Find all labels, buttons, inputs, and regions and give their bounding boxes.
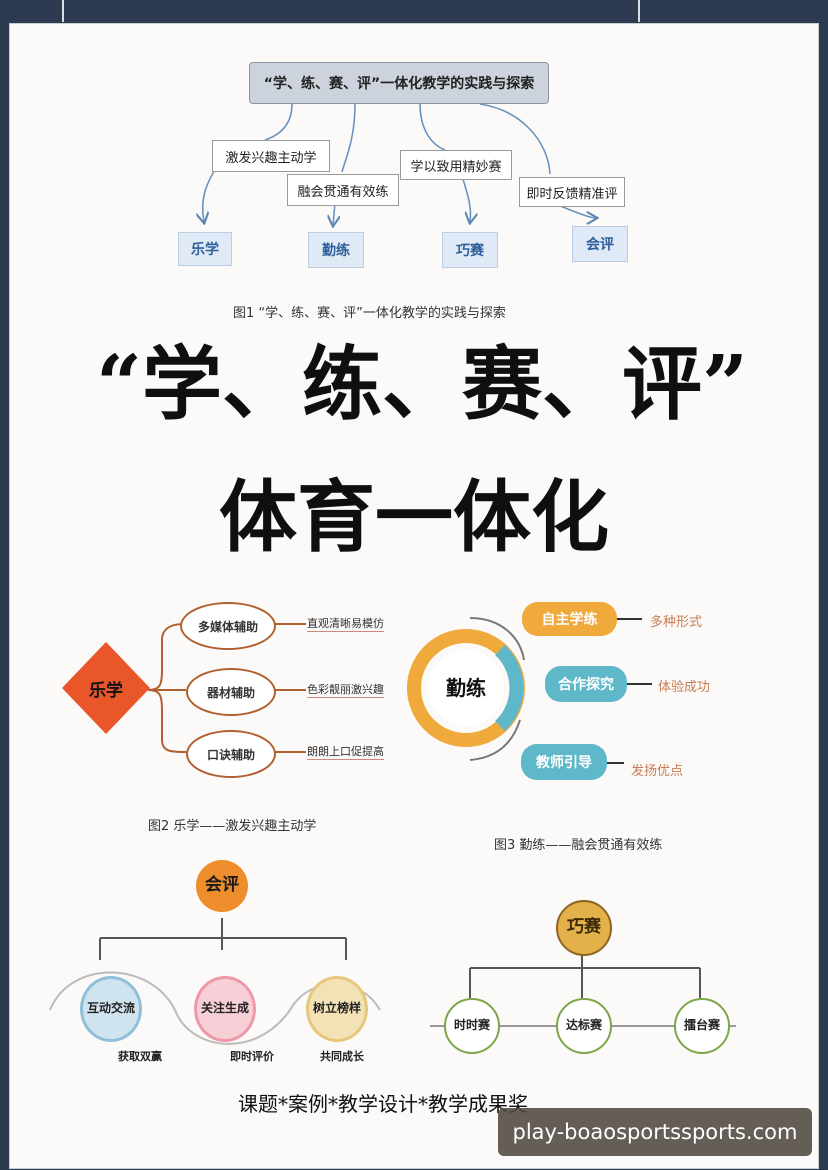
fig3-item-desc: 体验成功 [658, 680, 711, 695]
fig4-item-sub: 获取双赢 [118, 1050, 162, 1063]
fig2-caption: 图2 乐学——激发兴趣主动学 [148, 819, 317, 834]
fig3-item-label: 自主学练 [541, 612, 598, 628]
fig1-title: “学、练、赛、评”一体化教学的实践与探索 [263, 76, 535, 92]
fig4-item: 树立榜样 [306, 976, 368, 1042]
fig1-target: 巧赛 [442, 232, 498, 268]
fig1-target: 会评 [572, 226, 628, 262]
fig4-item: 关注生成 [194, 976, 256, 1042]
fig1-target: 勤练 [308, 232, 364, 268]
fig2-item-desc: 色彩靓丽激兴趣 [307, 683, 384, 698]
fig1-connector [419, 103, 446, 151]
fig1-target-label: 勤练 [322, 243, 350, 259]
poster-page [10, 24, 818, 1168]
fig1-label-box: 融会贯通有效练 [287, 174, 399, 206]
fig3-arc [469, 719, 521, 761]
fig2-branch-line [147, 623, 185, 691]
fig1-label: 激发兴趣主动学 [225, 150, 317, 166]
fig4-item-sub: 即时评价 [230, 1050, 274, 1063]
fig3-caption: 图3 勤练——融会贯通有效练 [494, 838, 663, 853]
fig1-label-box: 即时反馈精准评 [519, 177, 625, 207]
top-bar [0, 0, 828, 22]
fig1-target: 乐学 [178, 232, 232, 266]
fig1-caption: 图1 “学、练、赛、评”一体化教学的实践与探索 [233, 306, 506, 321]
fig2-item-label: 器材辅助 [206, 685, 255, 700]
fig2-item-label: 多媒体辅助 [197, 619, 258, 634]
fig1-label-box: 学以致用精妙赛 [400, 150, 512, 180]
fig1-target-label: 巧赛 [456, 243, 484, 259]
fig1-target-label: 会评 [586, 237, 614, 253]
fig1-connector [333, 202, 335, 225]
fig2-branch-line [147, 689, 187, 753]
fig3-item: 自主学练 [522, 602, 617, 636]
fig4-item: 互动交流 [80, 976, 142, 1042]
fig1-connector [203, 164, 219, 222]
fig4-item-sub: 共同成长 [320, 1050, 364, 1063]
fig3-item-desc: 发扬优点 [631, 764, 684, 779]
fig3-item-label: 合作探究 [558, 677, 614, 693]
watermark-badge: play-boaosportssports.com [498, 1108, 812, 1156]
fig4-root: 会评 [196, 860, 248, 912]
fig1-connector [264, 103, 293, 141]
fig2-item: 器材辅助 [186, 668, 276, 716]
fig1-connector [479, 103, 551, 175]
fig3-center: 勤练 [428, 650, 504, 726]
fig1-connector [461, 175, 471, 222]
fig2-item-desc: 直观清晰易模仿 [307, 617, 384, 632]
fig1-label: 即时反馈精准评 [526, 186, 618, 202]
top-bar-divider [638, 0, 640, 22]
fig5-root: 巧赛 [556, 900, 612, 956]
fig3-item: 教师引导 [521, 744, 607, 780]
headline-line2: 体育一体化 [218, 472, 609, 563]
fig2-item: 口诀辅助 [186, 730, 276, 778]
fig2-diamond-shape [62, 642, 150, 734]
fig3-arc [469, 617, 525, 661]
fig3-item-desc: 多种形式 [650, 615, 703, 630]
fig2-item: 多媒体辅助 [180, 602, 276, 650]
fig5-item: 达标赛 [556, 998, 612, 1054]
fig5-item: 时时赛 [444, 998, 500, 1054]
top-bar-divider [62, 0, 64, 22]
fig1-label-box: 激发兴趣主动学 [212, 140, 330, 172]
fig1-connector [341, 103, 356, 173]
fig3-item-label: 教师引导 [536, 755, 592, 771]
watermark-text: play-boaosportssports.com [512, 1120, 798, 1144]
footer-text: 课题*案例*教学设计*教学成果奖 [238, 1092, 528, 1116]
fig1-title-box: “学、练、赛、评”一体化教学的实践与探索 [249, 62, 549, 104]
fig2-item-label: 口诀辅助 [206, 747, 255, 762]
headline-line1: “学、练、赛、评” [95, 337, 749, 431]
fig5-item: 擂台赛 [674, 998, 730, 1054]
fig2-item-desc: 朗朗上口促提高 [307, 745, 384, 760]
fig3-item: 合作探究 [545, 666, 627, 702]
fig1-label: 融会贯通有效练 [297, 184, 389, 200]
fig2-center: 乐学 [89, 680, 123, 701]
fig3-ring-accent [495, 644, 524, 732]
fig1-target-label: 乐学 [191, 242, 219, 258]
fig1-label: 学以致用精妙赛 [410, 159, 502, 175]
